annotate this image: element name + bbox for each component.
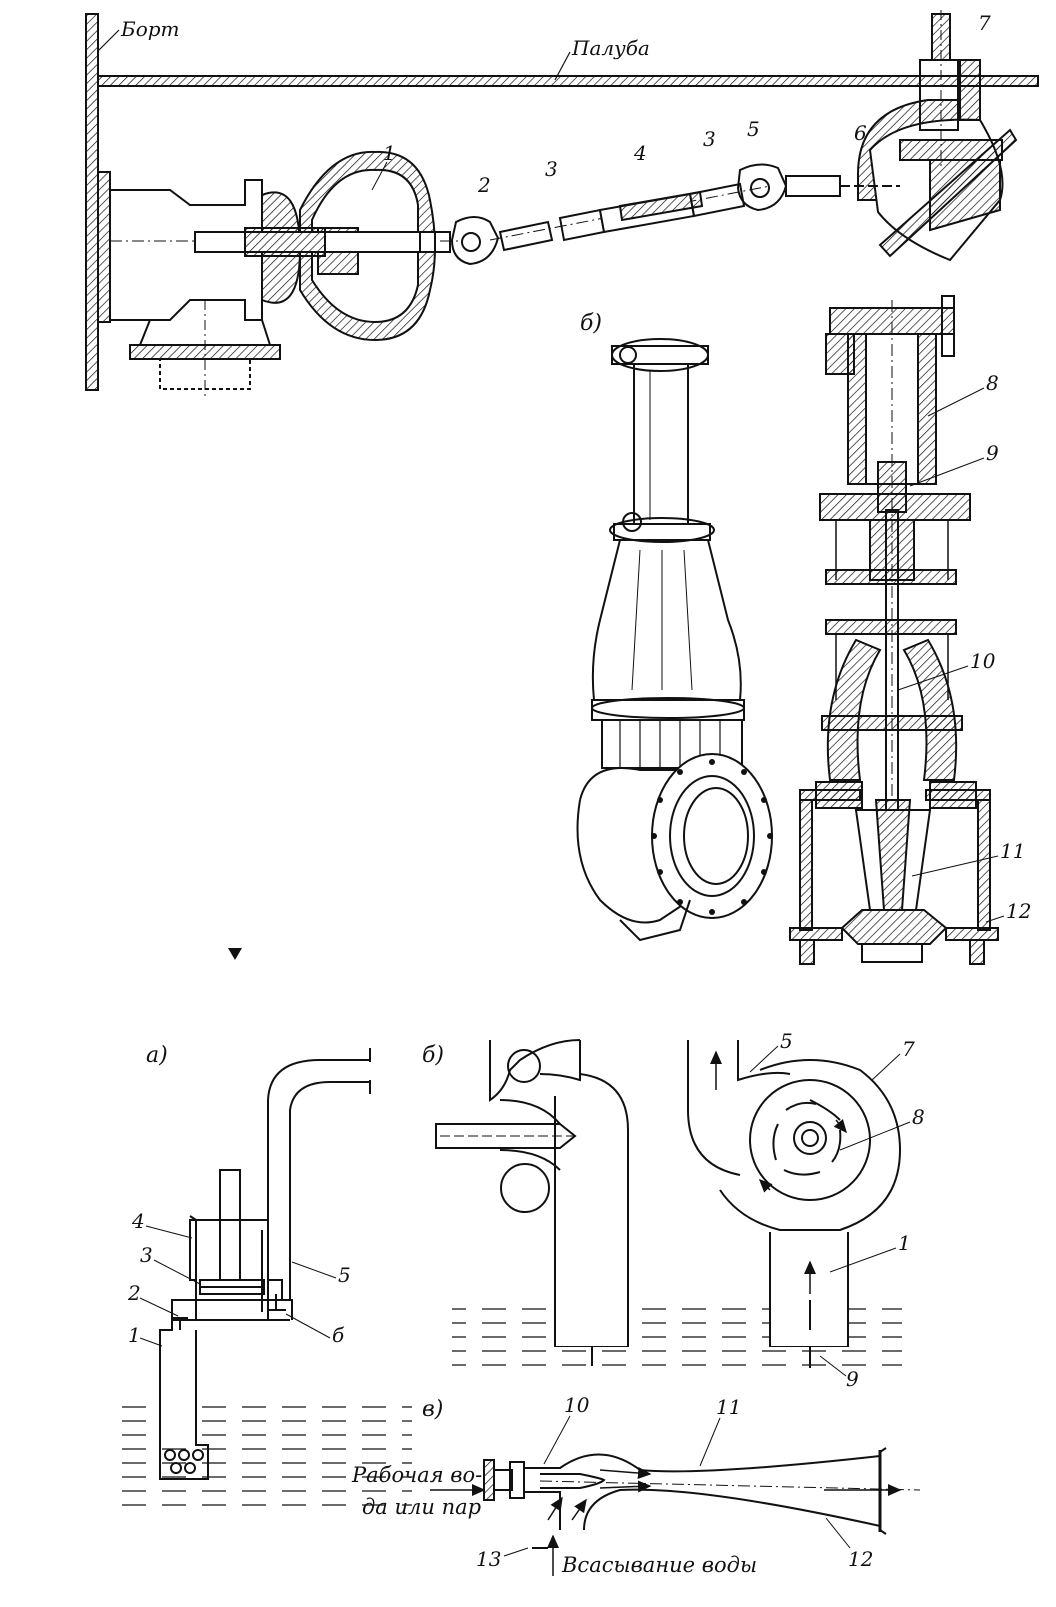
callout-a-5: 5 <box>338 1263 351 1287</box>
callout-a-2: 2 <box>127 1281 141 1305</box>
callout-gate-12: 12 <box>1006 899 1031 923</box>
callout-top-6: 6 <box>854 121 867 145</box>
callout-gate-8: 8 <box>986 371 999 395</box>
callout-top-3b: 3 <box>703 127 716 151</box>
top-figure-labels: Борт Палуба 1 2 3 4 3 5 6 7 б) <box>98 11 991 336</box>
callout-v-11: 11 <box>716 1395 741 1419</box>
callout-v-12: 12 <box>848 1547 873 1571</box>
callout-v-10: 10 <box>564 1393 590 1417</box>
callout-a-1: 1 <box>128 1323 141 1347</box>
callout-top-3a: 3 <box>545 157 558 181</box>
deck-column-7 <box>919 10 981 170</box>
cardan-joint-5 <box>736 163 841 212</box>
callout-top-2: 2 <box>477 173 491 197</box>
callout-gate-10: 10 <box>970 649 996 673</box>
callout-a-6: б <box>332 1323 345 1347</box>
callout-top-7: 7 <box>978 11 991 35</box>
callout-v-13: 13 <box>476 1547 501 1571</box>
callout-a-3: 3 <box>140 1243 153 1267</box>
page-marker-triangle <box>228 948 242 960</box>
callout-gate-11: 11 <box>1000 839 1025 863</box>
subfigure-label-b-bottom: б) <box>422 1043 444 1068</box>
subfigure-label-v: в) <box>422 1397 443 1422</box>
top-figure-remote-drive <box>85 10 1039 400</box>
gate-valve-section <box>789 295 999 965</box>
callout-gate-9: 9 <box>986 441 999 465</box>
piston-pump-callouts: а) 1 2 3 4 5 б <box>127 1043 351 1347</box>
ejector-v <box>430 1447 921 1576</box>
callout-b-7: 7 <box>902 1037 915 1061</box>
valve-body-1 <box>97 150 436 400</box>
shaft-assembly-3-4 <box>489 182 771 252</box>
work-fluid-label-line2: да или пар <box>362 1495 481 1519</box>
callout-b-1: 1 <box>898 1231 911 1255</box>
callout-a-4: 4 <box>131 1209 145 1233</box>
label-paluba: Палуба <box>571 36 650 60</box>
callout-top-1: 1 <box>383 141 396 165</box>
cardan-joint-2 <box>450 216 500 266</box>
ejector-callouts: в) 10 11 12 13 Рабочая во- да или пар Вс… <box>351 1393 873 1577</box>
bevel-gearbox-6 <box>840 99 1018 262</box>
centrifugal-pump-callouts: б) 5 7 8 1 9 <box>422 1029 925 1391</box>
deck-plate <box>97 75 1039 87</box>
callout-b-8: 8 <box>912 1105 925 1129</box>
callout-b-9: 9 <box>846 1367 859 1391</box>
subfigure-label-b-top: б) <box>580 311 602 336</box>
callout-top-5: 5 <box>747 117 760 141</box>
gate-valve-external-view <box>576 338 773 942</box>
callout-b-5: 5 <box>780 1029 793 1053</box>
label-bort: Борт <box>120 17 180 41</box>
gate-valve-callouts: 8 9 10 11 12 <box>897 371 1031 923</box>
callout-top-4: 4 <box>633 141 647 165</box>
suction-label: Всасывание воды <box>561 1553 757 1577</box>
ship-side-wall <box>85 13 99 391</box>
work-fluid-label-line1: Рабочая во- <box>351 1463 482 1487</box>
subfigure-label-a: а) <box>146 1043 168 1068</box>
